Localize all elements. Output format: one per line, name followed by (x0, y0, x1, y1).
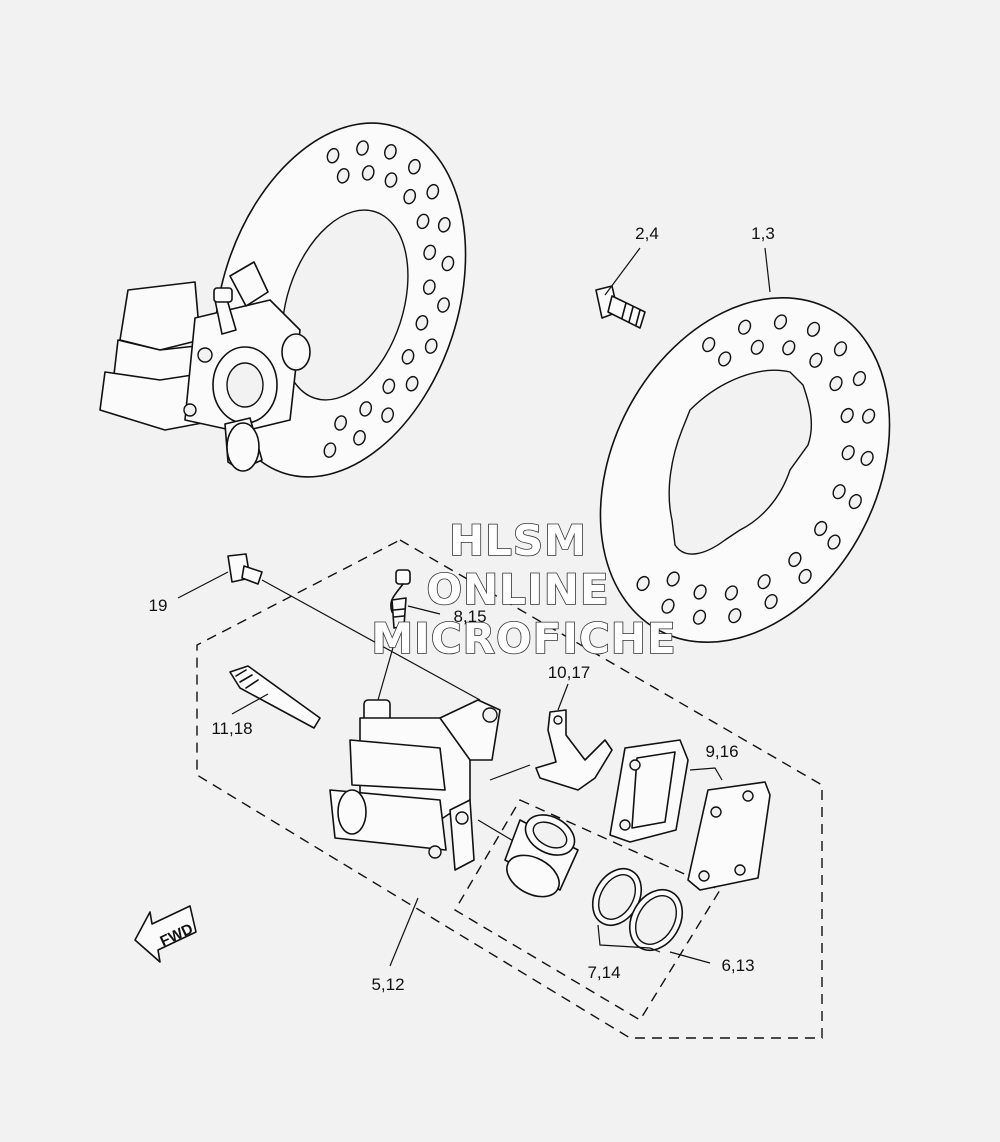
vent-hole (702, 337, 716, 353)
vent-hole (437, 217, 451, 233)
vent-hole (848, 494, 862, 510)
vent-hole (788, 551, 802, 568)
watermark: HLSM ONLINE MICROFICHE (371, 515, 677, 664)
vent-hole (764, 594, 778, 610)
label-caliper-assy: 5,12 (371, 975, 404, 994)
label-disc-bolt: 2,4 (635, 224, 659, 243)
vent-hole (809, 352, 823, 368)
vent-hole (403, 188, 417, 205)
vent-hole (860, 450, 874, 466)
forward-arrow (134, 905, 197, 963)
vent-hole (757, 574, 771, 590)
vent-hole (422, 279, 436, 295)
label-pin: 11,18 (211, 719, 252, 738)
label-brake-disc: 1,3 (751, 224, 775, 243)
disc-bolt (595, 285, 646, 329)
vent-hole (437, 297, 450, 313)
label-bleed-screw: 8,15 (453, 607, 486, 626)
vent-hole (833, 341, 848, 357)
vent-hole (806, 321, 821, 337)
vent-hole (405, 375, 419, 392)
vent-hole (840, 407, 854, 424)
vent-hole (750, 339, 764, 355)
vent-hole (441, 255, 455, 272)
vent-hole (408, 158, 421, 175)
caliper-body (329, 699, 521, 871)
vent-hole (384, 172, 398, 188)
vent-hole (426, 183, 440, 200)
vent-hole (861, 408, 876, 424)
vent-hole (798, 568, 812, 584)
vent-hole (782, 340, 796, 356)
vent-hole (773, 314, 788, 330)
vent-hole (359, 401, 373, 417)
vent-hole (401, 349, 415, 365)
watermark-line-2: ONLINE (426, 565, 609, 614)
label-seal-kit: 7,14 (587, 963, 620, 982)
vent-hole (423, 244, 437, 261)
brake-disc-part (599, 296, 891, 644)
vent-hole (728, 608, 742, 624)
vent-hole (353, 430, 366, 446)
vent-hole (852, 371, 867, 387)
caliper-pin (229, 665, 321, 729)
piston-seals (591, 867, 684, 953)
caliper-piston (504, 814, 579, 898)
vent-hole (827, 534, 841, 550)
leader-lines (177, 247, 771, 967)
vent-hole (415, 315, 429, 331)
vent-hole (737, 319, 752, 335)
bleed-screw (377, 569, 411, 701)
vent-hole (661, 598, 675, 614)
vent-hole (326, 147, 340, 164)
assembled-caliper (99, 261, 311, 472)
vent-hole (724, 585, 739, 601)
label-caliper-bolt: 19 (149, 596, 168, 615)
watermark-line-1: HLSM (449, 516, 587, 565)
vent-hole (361, 165, 375, 181)
vent-hole (829, 376, 843, 392)
vent-hole (718, 351, 732, 367)
label-pad-kit: 9,16 (705, 742, 738, 761)
vent-hole (424, 338, 438, 354)
vent-hole (636, 575, 650, 592)
vent-hole (382, 378, 396, 395)
pad-support (489, 709, 613, 791)
vent-hole (841, 445, 855, 461)
vent-hole (323, 442, 337, 458)
assembly-outline (196, 539, 823, 1039)
vent-hole (356, 140, 369, 156)
label-support: 10,17 (548, 663, 591, 682)
vent-hole (693, 584, 707, 600)
watermark-line-3: MICROFICHE (371, 614, 676, 663)
vent-hole (336, 168, 350, 184)
caliper-bolt (227, 553, 481, 701)
vent-hole (666, 571, 680, 587)
brake-pads (609, 739, 771, 891)
label-caliper-seal-kit: 6,13 (721, 956, 754, 975)
vent-hole (416, 213, 430, 230)
vent-hole (832, 484, 846, 500)
vent-hole (381, 407, 394, 423)
vent-hole (814, 520, 828, 537)
vent-hole (334, 415, 347, 431)
vent-hole (384, 144, 397, 160)
vent-hole (692, 609, 707, 625)
